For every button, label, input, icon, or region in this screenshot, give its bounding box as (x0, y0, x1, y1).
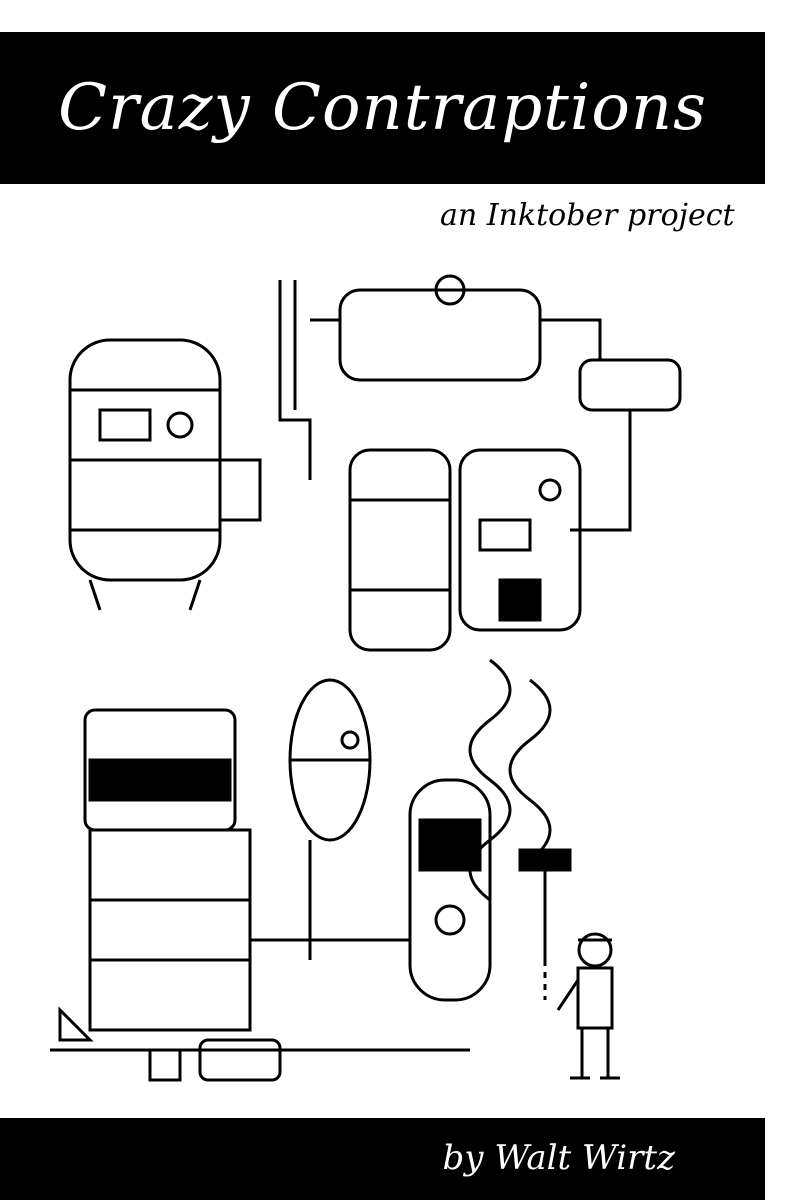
middle-boiler-icon (348, 448, 582, 652)
bottom-tank-icon (50, 708, 470, 1082)
title-band: Crazy Contraptions (0, 32, 765, 184)
book-subtitle: an Inktober project (440, 198, 735, 233)
small-figure-icon (556, 932, 620, 1080)
left-tank-icon (68, 338, 262, 611)
book-title: Crazy Contraptions (58, 71, 707, 145)
machine-drawing-icon (50, 274, 682, 1082)
author-band: by Walt Wirtz (0, 1118, 765, 1200)
author-name: by Walt Wirtz (442, 1138, 675, 1178)
top-pipes-icon (278, 274, 682, 532)
center-pods-icon (250, 678, 492, 1002)
coil-icon (468, 658, 572, 1000)
